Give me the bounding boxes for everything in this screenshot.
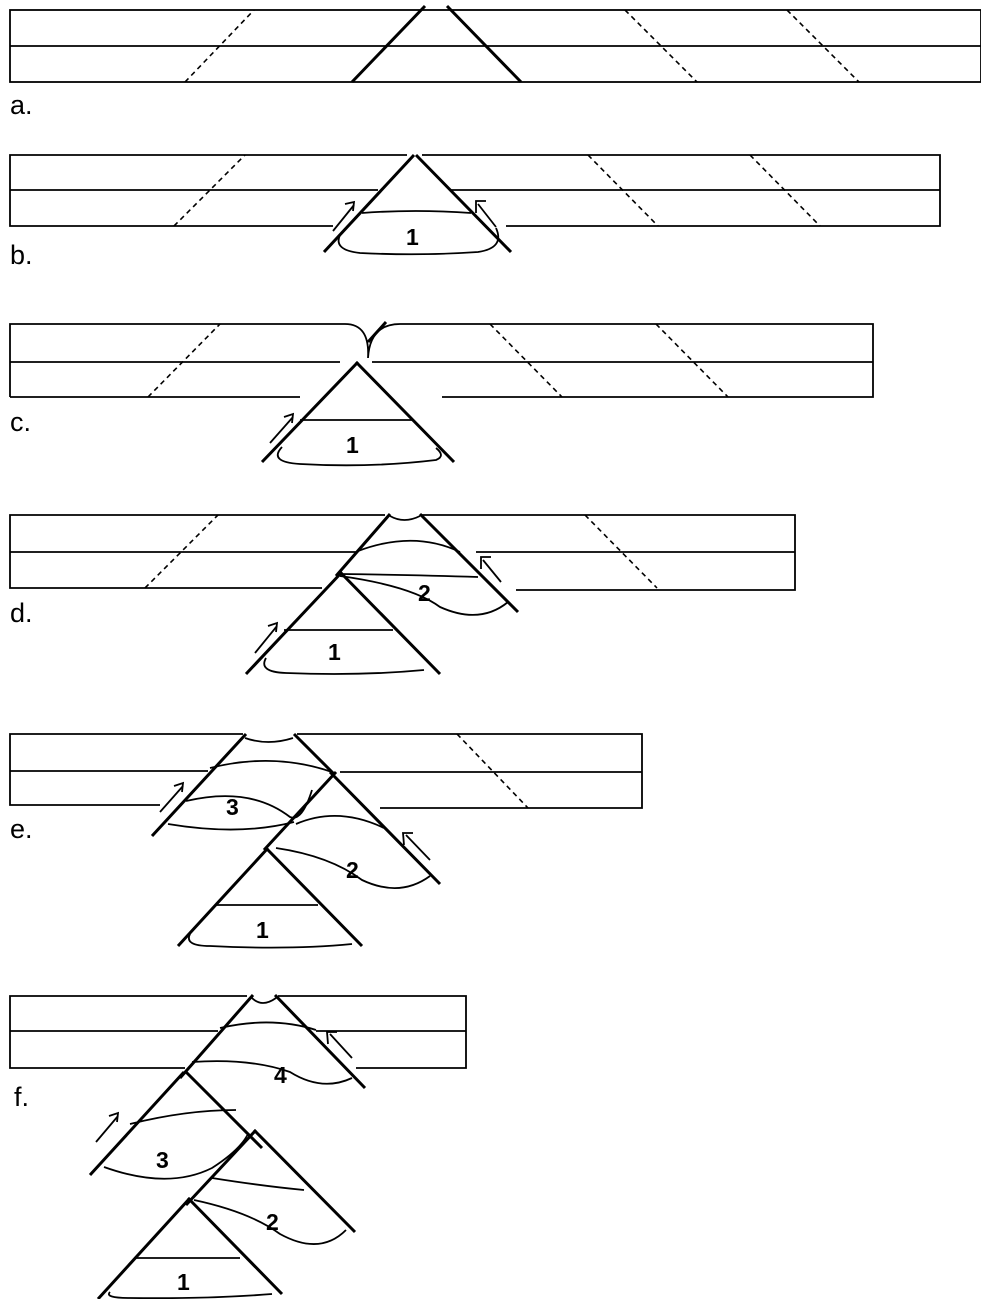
panel-e: 3 2 1 e. [10,734,642,948]
panel-label: b. [10,240,33,270]
fault-wedge: 1 [262,322,454,465]
wedge-label: 1 [177,1269,190,1295]
panel-c: 1 c. [10,322,873,465]
future-faults [457,734,528,808]
wedge-label: 2 [266,1209,279,1235]
panel-d: 2 1 d. [10,514,795,674]
layer-strip [10,996,466,1068]
slip-arrows [160,783,430,860]
layer-strip [10,515,795,590]
panel-label: d. [10,598,33,628]
layer-strip [10,324,873,397]
wedge-label: 3 [156,1147,169,1173]
fault-wedge-1: 1 [178,848,362,948]
wedge-label: 1 [406,224,419,250]
layer-strip [10,734,642,808]
panel-label: a. [10,90,33,120]
wedge-label: 2 [418,580,431,606]
slip-arrows [255,557,501,653]
panel-label: e. [10,814,33,844]
wedge-label: 1 [256,917,269,943]
fault-wedge-2: 2 [186,1130,355,1244]
active-faults [352,6,521,82]
wedge-label: 1 [328,639,341,665]
fault-wedge-3: 3 [90,1072,262,1179]
layer-strip [10,10,981,82]
panel-a: a. [10,6,981,120]
slip-arrows [270,414,293,443]
fault-wedge: 1 [324,155,511,254]
fault-wedge-1: 1 [98,1198,282,1299]
panel-f: 4 3 2 1 f. [10,995,466,1299]
panel-label: c. [10,407,31,437]
wedge-label: 3 [226,794,239,820]
wedge-label: 1 [346,432,359,458]
fault-wedge-2: 2 [336,514,518,615]
panel-label: f. [14,1082,29,1112]
wedge-label: 4 [274,1062,287,1088]
panel-b: 1 b. [10,155,940,270]
future-faults [148,324,728,397]
fault-wedge-2: 2 [264,772,440,888]
wedge-label: 2 [346,857,359,883]
